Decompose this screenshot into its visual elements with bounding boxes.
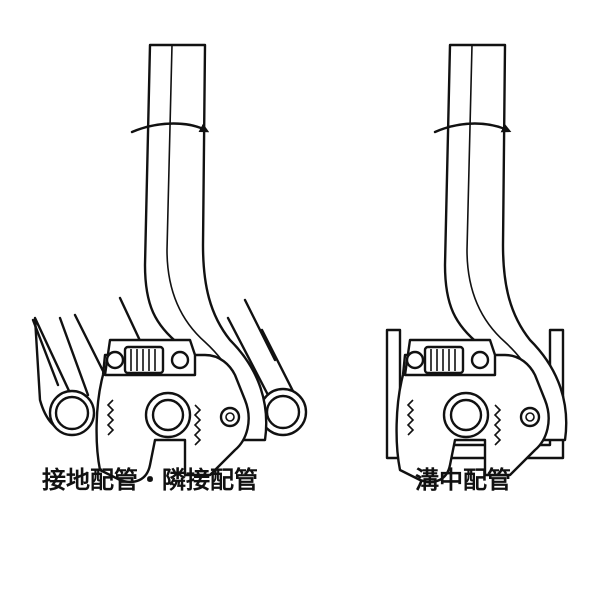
caption-trench-piping: 溝中配管 <box>415 466 511 494</box>
caption-adjacent-piping: 接地配管・隣接配管 <box>42 466 258 494</box>
pipe-right <box>226 316 308 437</box>
pipe-left <box>31 316 96 437</box>
gripped-pipe-left <box>144 391 192 439</box>
rotation-arrow-left <box>130 122 210 134</box>
left-panel <box>31 43 308 484</box>
right-panel <box>385 43 568 484</box>
gripped-pipe-right <box>442 391 490 439</box>
rotation-arrow-right <box>433 122 512 134</box>
